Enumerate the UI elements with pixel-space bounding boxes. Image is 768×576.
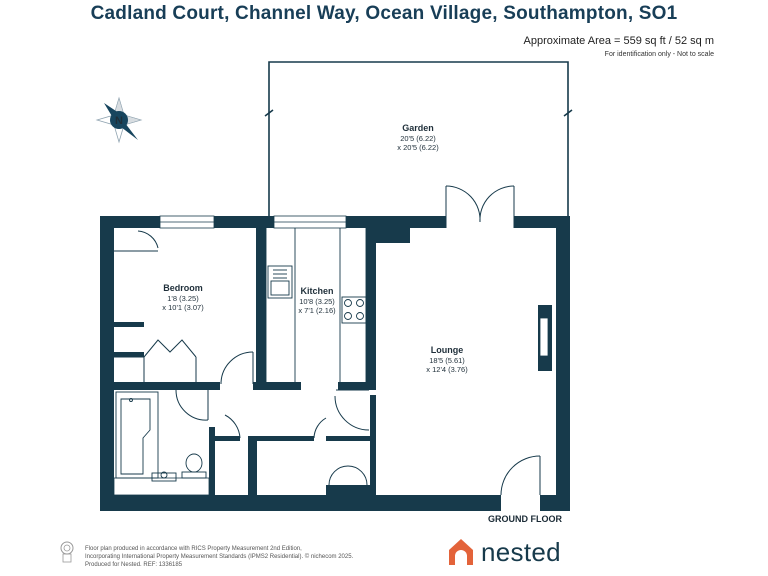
garden-dim1: 20'5 (6.22) <box>400 134 436 143</box>
bedroom-dim2: x 10'1 (3.07) <box>162 303 204 312</box>
identification-disclaimer: For identification only - Not to scale <box>604 51 714 58</box>
footer-line-3: Produced for Nested. REF: 1336185 <box>85 562 183 568</box>
windows <box>159 215 549 357</box>
kitchen-dim1: 10'8 (3.25) <box>299 297 335 306</box>
compass-rose-icon: N <box>95 96 143 144</box>
kitchen-dim2: x 7'1 (2.16) <box>298 306 336 315</box>
lounge-label: Lounge 18'5 (5.61) x 12'4 (3.76) <box>426 345 468 374</box>
walls <box>100 216 570 511</box>
compass-north-letter: N <box>115 115 123 127</box>
approximate-area: Approximate Area = 559 sq ft / 52 sq m <box>523 35 714 47</box>
bedroom-dim1: 1'8 (3.25) <box>167 294 199 303</box>
brand-name: nested <box>481 536 561 567</box>
bedroom-label: Bedroom 1'8 (3.25) x 10'1 (3.07) <box>162 283 204 312</box>
footer-line-2: Incorporating International Property Mea… <box>85 554 354 560</box>
sink-icon <box>267 265 293 299</box>
hob-icon <box>341 296 367 324</box>
house-logo-icon <box>449 539 473 565</box>
garden-outline <box>264 61 573 216</box>
kitchen-name: Kitchen <box>300 286 333 296</box>
basin-icon <box>151 471 177 482</box>
garden-label: Garden 20'5 (6.22) x 20'5 (6.22) <box>397 123 439 152</box>
footer-line-1: Floor plan produced in accordance with R… <box>85 546 302 552</box>
garden-dim2: x 20'5 (6.22) <box>397 143 439 152</box>
toilet-icon <box>181 453 207 479</box>
bathtub-icon <box>115 391 159 479</box>
floor-level-label: GROUND FLOOR <box>488 514 562 524</box>
lounge-name: Lounge <box>431 345 464 355</box>
certification-icon <box>60 541 74 563</box>
nested-brand-logo: nested <box>447 535 561 569</box>
kitchen-label: Kitchen 10'8 (3.25) x 7'1 (2.16) <box>298 286 336 315</box>
garden-name: Garden <box>402 123 434 133</box>
plan-footer-notes: Floor plan produced in accordance with R… <box>85 545 445 569</box>
bathroom-worktop <box>113 477 210 496</box>
bedroom-name: Bedroom <box>163 283 203 293</box>
property-address-title: Cadland Court, Channel Way, Ocean Villag… <box>90 3 678 24</box>
kitchen-units <box>265 228 367 382</box>
lounge-dim2: x 12'4 (3.76) <box>426 365 468 374</box>
lounge-dim1: 18'5 (5.61) <box>429 356 465 365</box>
doors <box>114 185 541 496</box>
